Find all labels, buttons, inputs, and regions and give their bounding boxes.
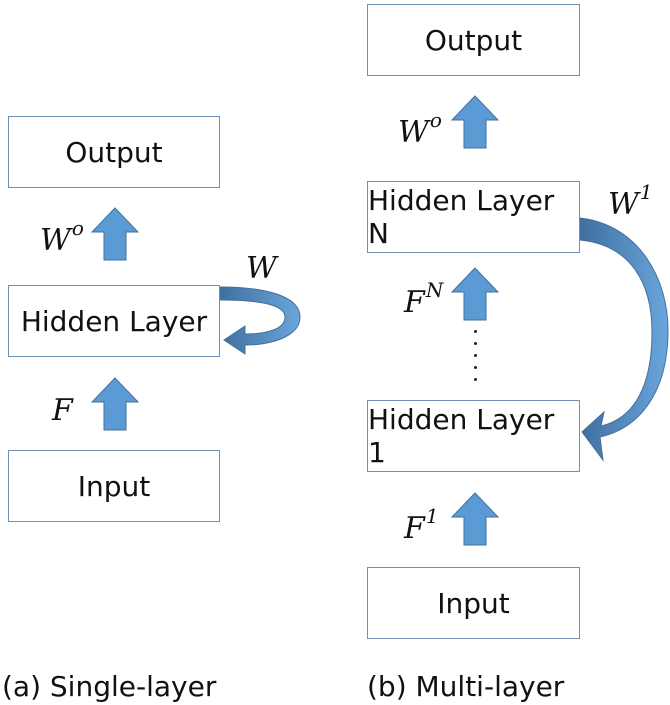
input-label: Input [437, 586, 510, 620]
recurrent-weight-label: W [246, 251, 277, 286]
hidden-layer-1-label: Hidden Layer 1 [368, 403, 555, 469]
layer-n-input-weight-label: FN [404, 278, 444, 320]
input-label: Input [77, 469, 151, 503]
hidden-layer-n-label: Hidden Layer N [368, 184, 555, 250]
input-box: Input [8, 450, 220, 522]
output-box: Output [367, 4, 580, 76]
hidden-layer-box: Hidden Layer [8, 285, 220, 357]
multi-layer-caption: (b) Multi-layer [367, 670, 565, 703]
hidden-layer-n-box: Hidden Layer N [367, 181, 580, 253]
output-weight-label: Wo [40, 216, 84, 258]
up-arrow-icon [450, 492, 500, 546]
hidden-layer-1-box: Hidden Layer 1 [367, 400, 580, 472]
up-arrow-icon [450, 95, 500, 149]
up-arrow-icon [450, 267, 500, 321]
output-weight-label: Wo [398, 108, 442, 150]
output-label: Output [424, 23, 523, 57]
output-box: Output [8, 116, 220, 188]
recurrent-weight-label: W1 [608, 180, 653, 222]
hidden-layer-label: Hidden Layer [20, 304, 208, 338]
output-label: Output [65, 135, 163, 169]
input-box: Input [367, 567, 580, 639]
input-weight-label: F [52, 393, 73, 428]
single-layer-caption: (a) Single-layer [2, 670, 217, 703]
recurrent-curve-arrow-icon [579, 217, 669, 462]
up-arrow-icon [90, 207, 140, 261]
recurrent-loop-arrow-icon [219, 286, 301, 355]
layer-1-input-weight-label: F1 [404, 504, 439, 546]
up-arrow-icon [90, 377, 140, 431]
ellipsis-dots [474, 330, 478, 390]
